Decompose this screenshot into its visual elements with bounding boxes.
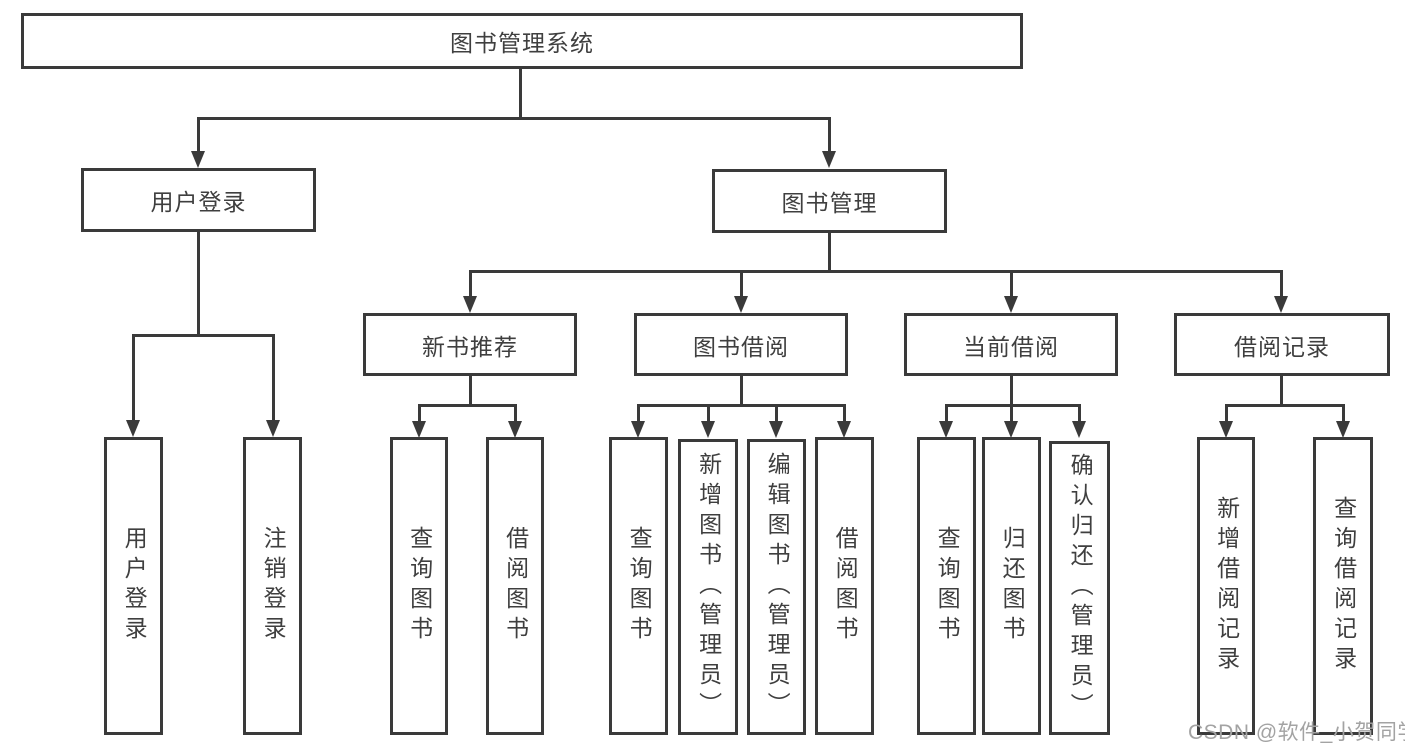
- connector-drop-cb-query: [945, 404, 948, 423]
- connector-drop-leaf-logout: [272, 334, 275, 422]
- leaf-user-login: 用户登录: [104, 437, 163, 735]
- arrowhead-current-borrow: [1004, 296, 1018, 313]
- leaf-br-query-record: 查询借阅记录: [1313, 437, 1373, 735]
- node-borrow-record-label: 借阅记录: [1234, 333, 1330, 360]
- arrowhead-borrow-record: [1274, 296, 1288, 313]
- arrowhead-nb-query: [412, 421, 426, 438]
- node-root: 图书管理系统: [21, 13, 1023, 69]
- leaf-cb-query-books: 查询图书: [917, 437, 976, 735]
- arrowhead-bb-add: [701, 421, 715, 438]
- leaf-bb-add-books-admin-label: 新增图书（管理员）: [695, 452, 722, 722]
- connector-root-stem: [519, 69, 522, 119]
- connector-current-borrow-splitter: [945, 404, 1081, 407]
- leaf-br-add-record: 新增借阅记录: [1197, 437, 1255, 735]
- arrowhead-cb-return: [1004, 421, 1018, 438]
- connector-drop-user-login: [197, 117, 200, 153]
- leaf-cb-confirm-return-admin-label: 确认归还（管理员）: [1067, 453, 1094, 723]
- arrowhead-user-login: [191, 151, 205, 168]
- connector-book-management-stem: [828, 233, 831, 272]
- node-borrow-record: 借阅记录: [1174, 313, 1390, 376]
- leaf-bb-borrow-books: 借阅图书: [815, 437, 874, 735]
- connector-new-book-splitter: [418, 404, 517, 407]
- connector-borrow-record-splitter: [1225, 404, 1345, 407]
- arrowhead-cb-confirm: [1072, 421, 1086, 438]
- connector-drop-br-query: [1342, 404, 1345, 423]
- leaf-bb-borrow-books-label: 借阅图书: [832, 526, 859, 646]
- leaf-cb-return-books: 归还图书: [982, 437, 1041, 735]
- arrowhead-leaf-logout: [266, 420, 280, 437]
- node-book-management: 图书管理: [712, 169, 947, 233]
- node-book-management-label: 图书管理: [781, 190, 878, 216]
- leaf-nb-query-books: 查询图书: [390, 437, 448, 735]
- connector-drop-current-borrow: [1010, 270, 1013, 298]
- arrowhead-book-management: [822, 151, 836, 168]
- leaf-nb-borrow-books-label: 借阅图书: [502, 526, 529, 646]
- leaf-user-login-label: 用户登录: [121, 526, 148, 646]
- node-user-login: 用户登录: [81, 168, 316, 232]
- arrowhead-bb-edit: [769, 421, 783, 438]
- connector-drop-cb-confirm: [1078, 404, 1081, 423]
- arrowhead-nb-borrow: [508, 421, 522, 438]
- arrowhead-br-add: [1219, 421, 1233, 438]
- arrowhead-br-query: [1336, 421, 1350, 438]
- leaf-nb-borrow-books: 借阅图书: [486, 437, 544, 735]
- leaf-bb-edit-books-admin: 编辑图书（管理员）: [747, 439, 806, 735]
- connector-drop-nb-borrow: [514, 404, 517, 423]
- leaf-br-query-record-label: 查询借阅记录: [1330, 496, 1357, 676]
- node-root-label: 图书管理系统: [450, 30, 594, 56]
- connector-l3-splitter: [469, 270, 1283, 273]
- connector-drop-nb-query: [418, 404, 421, 423]
- leaf-bb-add-books-admin: 新增图书（管理员）: [678, 439, 738, 735]
- arrowhead-new-book: [463, 296, 477, 313]
- connector-drop-bb-edit: [775, 404, 778, 423]
- connector-drop-cb-return: [1010, 404, 1013, 423]
- connector-drop-leaf-user-login: [132, 334, 135, 422]
- arrowhead-bb-query: [631, 421, 645, 438]
- leaf-cb-query-books-label: 查询图书: [934, 526, 961, 646]
- connector-drop-bb-borrow: [843, 404, 846, 423]
- arrowhead-book-borrow: [734, 296, 748, 313]
- connector-user-login-splitter: [132, 334, 274, 337]
- connector-drop-bb-query: [637, 404, 640, 423]
- leaf-bb-query-books: 查询图书: [609, 437, 668, 735]
- arrowhead-bb-borrow: [837, 421, 851, 438]
- leaf-nb-query-books-label: 查询图书: [406, 526, 433, 646]
- connector-borrow-record-stem: [1280, 376, 1283, 406]
- node-book-borrow-label: 图书借阅: [693, 333, 789, 360]
- arrowhead-leaf-user-login: [126, 420, 140, 437]
- connector-drop-new-book: [469, 270, 472, 298]
- leaf-bb-edit-books-admin-label: 编辑图书（管理员）: [764, 452, 791, 722]
- node-new-book-recommend: 新书推荐: [363, 313, 577, 376]
- connector-user-login-stem: [197, 232, 200, 336]
- arrowhead-cb-query: [939, 421, 953, 438]
- connector-drop-bb-add: [707, 404, 710, 423]
- node-new-book-recommend-label: 新书推荐: [422, 333, 518, 360]
- connector-drop-book-borrow: [740, 270, 743, 298]
- connector-new-book-stem: [469, 376, 472, 406]
- connector-book-borrow-stem: [740, 376, 743, 406]
- leaf-cb-confirm-return-admin: 确认归还（管理员）: [1049, 441, 1110, 735]
- connector-book-borrow-splitter: [637, 404, 846, 407]
- connector-l2-splitter: [197, 117, 831, 120]
- connector-drop-br-add: [1225, 404, 1228, 423]
- leaf-logout: 注销登录: [243, 437, 302, 735]
- node-user-login-label: 用户登录: [150, 189, 247, 215]
- connector-drop-book-management: [828, 117, 831, 153]
- connector-drop-borrow-record: [1280, 270, 1283, 298]
- leaf-br-add-record-label: 新增借阅记录: [1213, 496, 1240, 676]
- node-book-borrow: 图书借阅: [634, 313, 848, 376]
- leaf-bb-query-books-label: 查询图书: [626, 526, 653, 646]
- connector-current-borrow-stem: [1010, 376, 1013, 406]
- leaf-cb-return-books-label: 归还图书: [999, 526, 1026, 646]
- watermark: CSDN @软件_小贺同学: [1188, 721, 1405, 744]
- node-current-borrow-label: 当前借阅: [963, 333, 1059, 360]
- node-current-borrow: 当前借阅: [904, 313, 1118, 376]
- leaf-logout-label: 注销登录: [260, 526, 287, 646]
